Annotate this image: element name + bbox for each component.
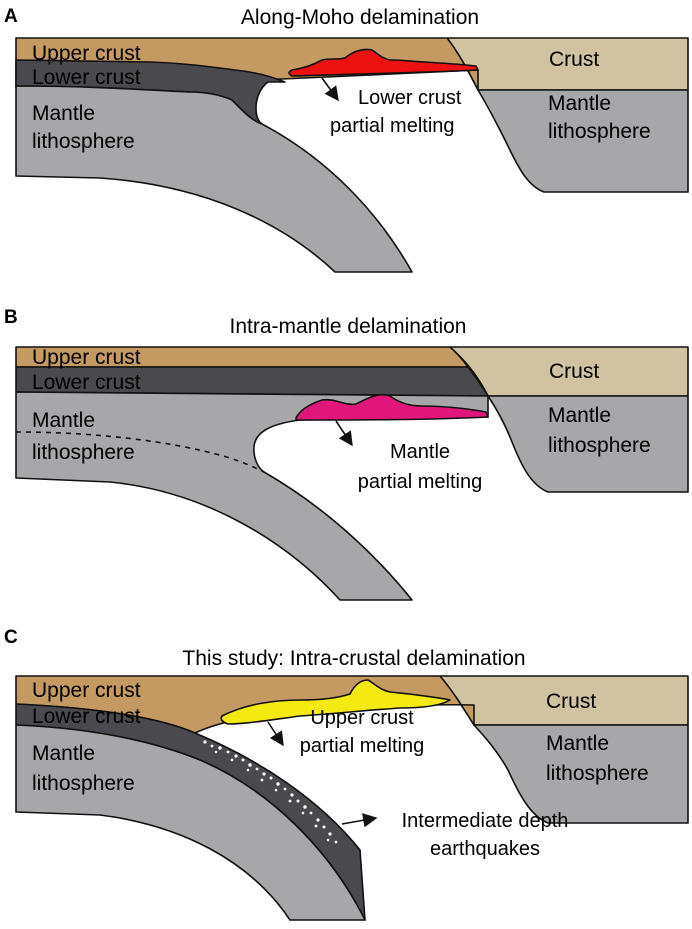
mantle-lithosphere xyxy=(15,391,489,601)
mantle-label-line1: Mantle xyxy=(32,742,95,765)
lower-crust-label: Lower crust xyxy=(32,705,141,728)
upper-crust-label: Upper crust xyxy=(32,679,141,702)
right-crust-label: Crust xyxy=(546,690,596,713)
earthquake-dots xyxy=(203,740,338,844)
right-mantle-label-line1: Mantle xyxy=(546,732,609,755)
mantle-label-line2: lithosphere xyxy=(32,130,135,153)
panel-title: This study: Intra-crustal delamination xyxy=(182,647,525,670)
melt-zone xyxy=(220,679,451,725)
dashed-boundary xyxy=(15,431,265,473)
melt-label-line1: Lower crust xyxy=(358,87,462,109)
panel-letter: C xyxy=(4,627,18,648)
right-mantle-label-line2: lithosphere xyxy=(548,434,651,457)
quake-arrow xyxy=(341,813,378,828)
mantle-label-line1: Mantle xyxy=(32,409,95,432)
right-mantle xyxy=(477,89,689,193)
panel-title: Along-Moho delamination xyxy=(241,6,479,29)
quake-label-line1: Intermediate depth xyxy=(402,810,569,832)
mantle-label-line2: lithosphere xyxy=(32,772,135,795)
melt-arrow xyxy=(321,77,339,102)
panel-letter: B xyxy=(4,307,18,328)
right-mantle-label-line2: lithosphere xyxy=(546,762,649,785)
melt-label-line2: partial melting xyxy=(330,115,455,137)
mantle-lithosphere xyxy=(15,724,366,921)
upper-crust-label: Upper crust xyxy=(32,346,141,369)
upper-crust-label: Upper crust xyxy=(32,42,141,65)
quake-label-line2: earthquakes xyxy=(430,838,540,860)
lower-crust-label: Lower crust xyxy=(32,371,141,394)
melt-arrow xyxy=(335,420,353,447)
mantle-lithosphere xyxy=(15,85,413,273)
melt-label-line1: Mantle xyxy=(390,441,450,463)
mantle-label-line2: lithosphere xyxy=(32,441,135,464)
lower-crust-label: Lower crust xyxy=(32,66,141,89)
right-mantle xyxy=(487,395,689,493)
right-mantle-label-line2: lithosphere xyxy=(548,120,651,143)
right-crust-label: Crust xyxy=(549,360,599,383)
right-crust-label: Crust xyxy=(549,48,599,71)
right-mantle-label-line1: Mantle xyxy=(548,404,611,427)
melt-zone xyxy=(288,48,479,77)
panel-c: C This study: Intra-crustal delamination xyxy=(4,627,689,921)
melt-label-line2: partial melting xyxy=(300,735,425,757)
mantle-label-line1: Mantle xyxy=(32,102,95,125)
panel-letter: A xyxy=(4,6,18,27)
melt-label-line1: Upper crust xyxy=(310,707,414,729)
panel-title: Intra-mantle delamination xyxy=(230,315,467,338)
right-mantle-label-line1: Mantle xyxy=(548,92,611,115)
melt-label-line2: partial melting xyxy=(358,471,483,493)
panel-a: A Along-Moho delamination Upper crust Lo… xyxy=(4,6,689,273)
right-mantle xyxy=(473,724,689,824)
panel-b: B Intra-mantle delamination Upper crust … xyxy=(4,307,689,601)
melt-arrow xyxy=(267,721,284,747)
melt-zone xyxy=(295,393,489,421)
